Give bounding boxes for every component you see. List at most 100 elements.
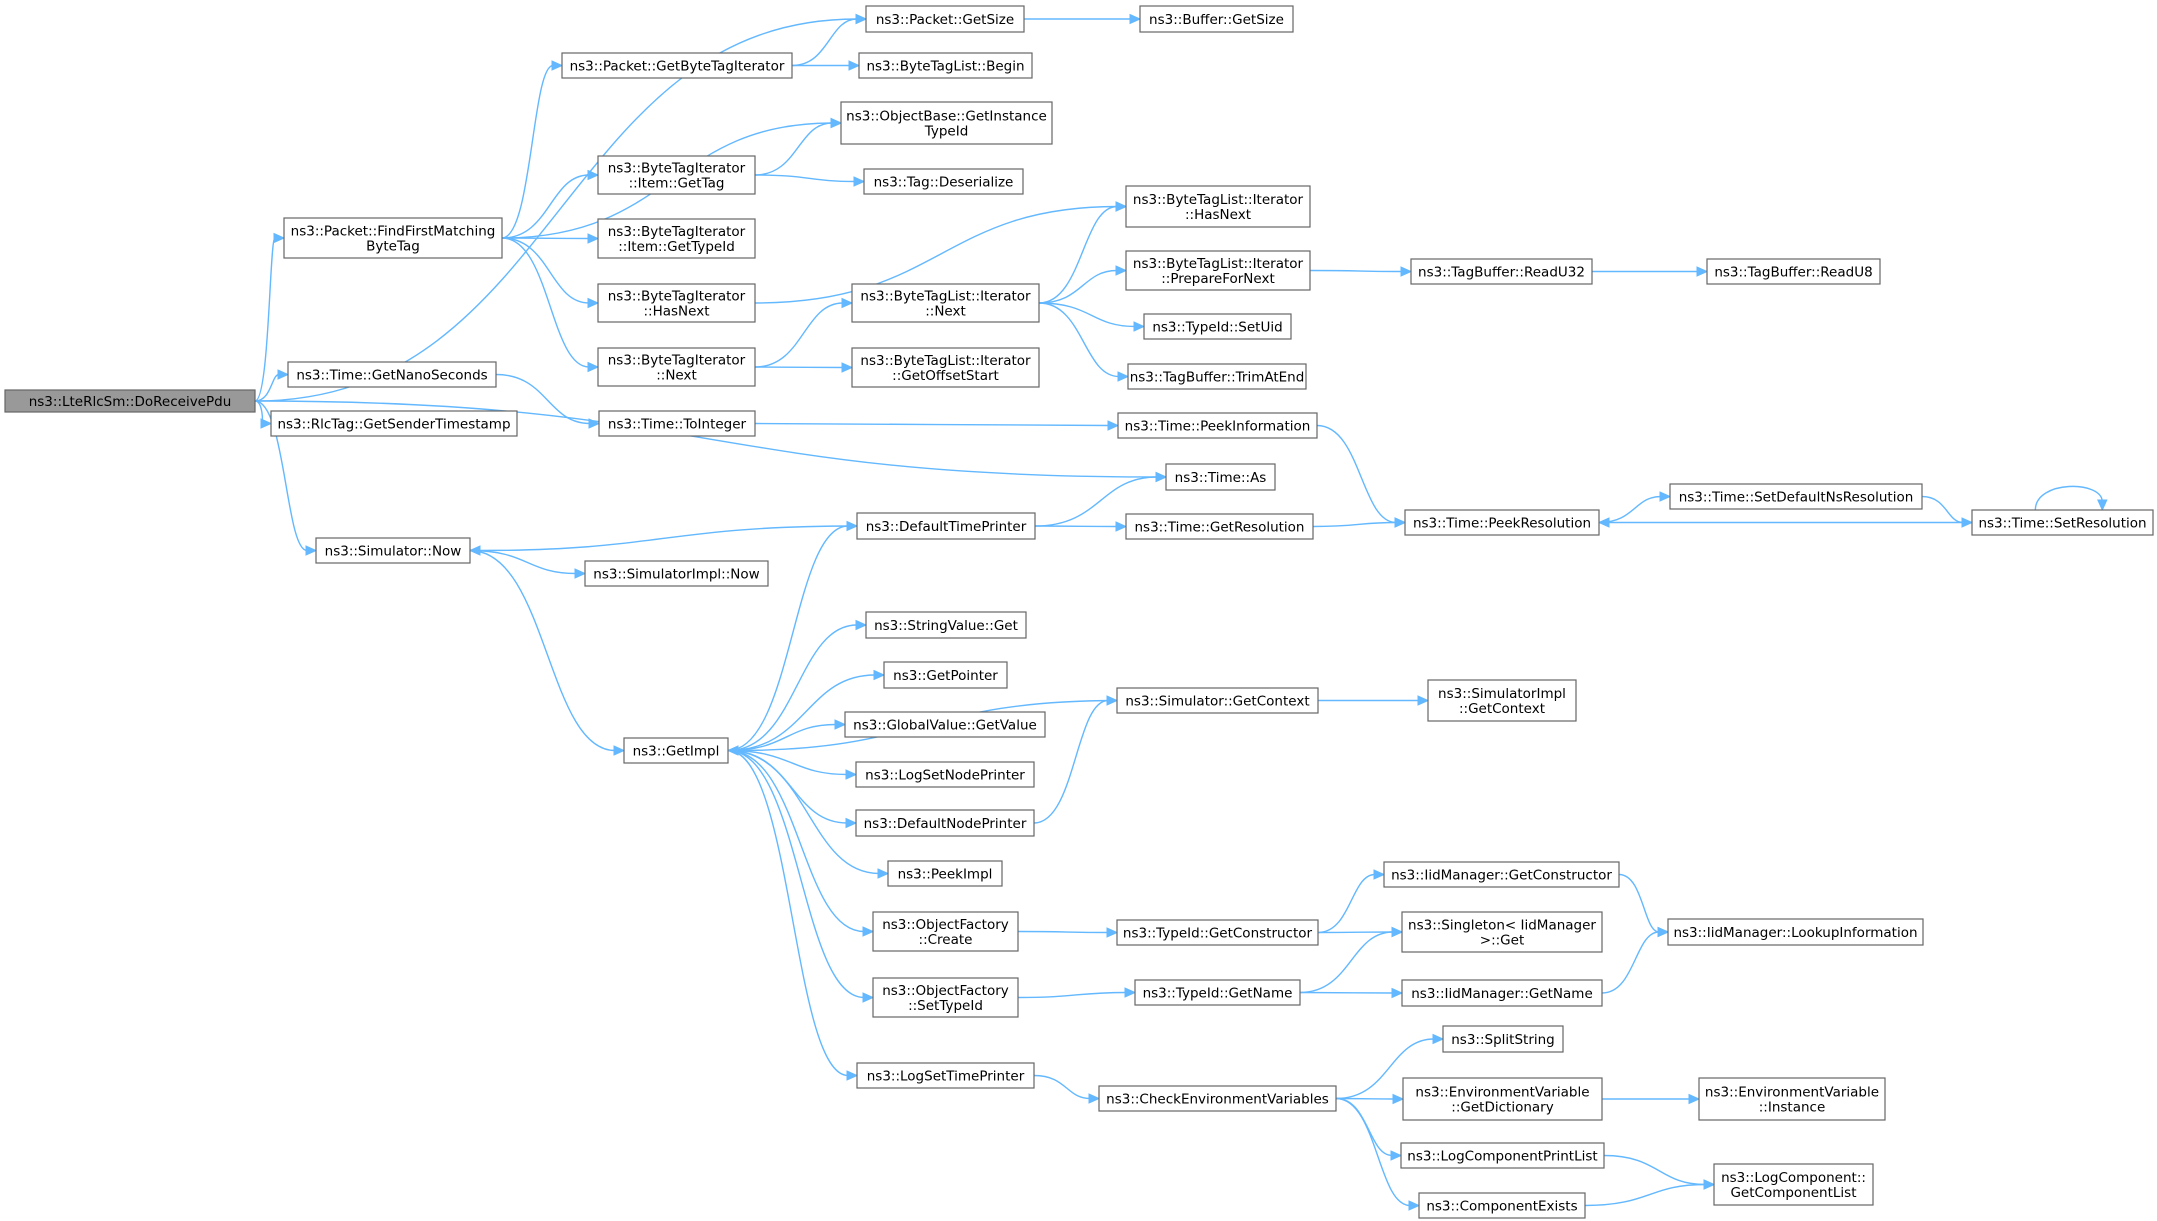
node-label: ns3::StringValue::Get (874, 618, 1018, 634)
node-btln[interactable]: ns3::ByteTagList::Iterator::Next (851, 283, 1040, 323)
edge-ofc-to-tigc (1017, 927, 1119, 938)
node-label: ns3::ByteTagList::Begin (866, 59, 1024, 75)
edge-arrowhead (613, 745, 626, 756)
edge-line (1299, 991, 1394, 994)
node-evgd[interactable]: ns3::EnvironmentVariable::GetDictionary (1402, 1077, 1603, 1121)
node-lcpl[interactable]: ns3::LogComponentPrintList (1400, 1142, 1605, 1169)
node-btigti[interactable]: ns3::ByteTagIterator::Item::GetTypeId (597, 218, 756, 259)
node-snow[interactable]: ns3::Simulator::Now (315, 537, 471, 564)
node-lsnp[interactable]: ns3::LogSetNodePrinter (855, 761, 1035, 788)
node-root[interactable]: ns3::LteRlcSm::DoReceivePdu (4, 389, 256, 413)
node-label: ns3::DefaultTimePrinter (866, 519, 1027, 535)
node-btin[interactable]: ns3::ByteTagIterator::Next (597, 347, 756, 387)
node-sinow[interactable]: ns3::SimulatorImpl::Now (584, 560, 769, 587)
edge-line (1034, 525, 1118, 528)
node-bgs[interactable]: ns3::Buffer::GetSize (1139, 5, 1294, 33)
edge-line (254, 237, 276, 402)
node-gimpl[interactable]: ns3::GetImpl (623, 737, 729, 764)
edge-arrowhead (1088, 1093, 1101, 1104)
node-box (887, 860, 1003, 887)
node-btlhn[interactable]: ns3::ByteTagList::Iterator::HasNext (1125, 185, 1311, 228)
node-btlgos[interactable]: ns3::ByteTagList::Iterator::GetOffsetSta… (851, 347, 1040, 388)
node-pgs[interactable]: ns3::Packet::GetSize (865, 5, 1025, 33)
node-ofc[interactable]: ns3::ObjectFactory::Create (872, 911, 1019, 952)
node-gvgv[interactable]: ns3::GlobalValue::GetValue (844, 711, 1046, 738)
node-tpr[interactable]: ns3::Time::PeekResolution (1404, 509, 1600, 536)
edge-root-to-tgns (254, 369, 290, 402)
node-tdes[interactable]: ns3::Tag::Deserialize (863, 168, 1024, 195)
edge-ffmbt-to-pgbti (501, 60, 564, 239)
edge-arrowhead (2097, 499, 2108, 512)
node-btlpfn[interactable]: ns3::ByteTagList::Iterator::PrepareForNe… (1125, 250, 1311, 291)
node-imgn[interactable]: ns3::IidManager::GetName (1401, 979, 1603, 1007)
node-pgbti[interactable]: ns3::Packet::GetByteTagIterator (561, 52, 793, 79)
node-tpi[interactable]: ns3::Time::PeekInformation (1117, 412, 1318, 439)
node-dnp[interactable]: ns3::DefaultNodePrinter (855, 809, 1035, 837)
edge-line (727, 749, 865, 933)
node-label: ::GetOffsetStart (892, 368, 999, 384)
edge-arrowhead (855, 619, 868, 631)
node-box (1127, 363, 1307, 390)
node-box (1698, 1077, 1886, 1121)
edge-arrowhead (848, 60, 861, 71)
node-lstp[interactable]: ns3::LogSetTimePrinter (856, 1062, 1035, 1089)
node-tsr[interactable]: ns3::Time::SetResolution (1971, 509, 2154, 536)
node-pimpl[interactable]: ns3::PeekImpl (887, 860, 1003, 887)
node-sgc[interactable]: ns3::Simulator::GetContext (1116, 687, 1319, 714)
edge-arrowhead (830, 117, 843, 129)
node-label: ns3::Time::SetResolution (1978, 516, 2146, 532)
node-evi[interactable]: ns3::EnvironmentVariable::Instance (1698, 1077, 1886, 1121)
node-box (844, 711, 1046, 738)
node-tigc[interactable]: ns3::TypeId::GetConstructor (1116, 919, 1319, 946)
node-btigt[interactable]: ns3::ByteTagIterator::Item::GetTag (597, 155, 756, 195)
node-btlb[interactable]: ns3::ByteTagList::Begin (858, 52, 1033, 79)
node-label: ns3::ByteTagList::Iterator (860, 289, 1031, 305)
edge-btlpfn-to-tbr32 (1309, 266, 1413, 277)
node-sig[interactable]: ns3::Singleton< IidManager>::Get (1401, 911, 1603, 953)
node-tgr[interactable]: ns3::Time::GetResolution (1125, 513, 1314, 540)
node-svg[interactable]: ns3::StringValue::Get (865, 611, 1027, 639)
node-tbr8[interactable]: ns3::TagBuffer::ReadU8 (1706, 258, 1881, 285)
node-tas[interactable]: ns3::Time::As (1165, 463, 1276, 491)
node-tbr32[interactable]: ns3::TagBuffer::ReadU32 (1410, 258, 1593, 285)
node-gptr[interactable]: ns3::GetPointer (883, 661, 1008, 689)
node-tisu[interactable]: ns3::TypeId::SetUid (1143, 313, 1292, 340)
node-rtgst[interactable]: ns3::RlcTag::GetSenderTimestamp (270, 410, 518, 437)
node-box (597, 155, 756, 195)
node-label: ns3::ObjectBase::GetInstance (846, 109, 1047, 125)
edge-arrowhead (1696, 266, 1709, 277)
edge-ffmbt-to-btigt (501, 169, 600, 239)
node-imli[interactable]: ns3::IidManager::LookupInformation (1667, 918, 1924, 946)
node-ce[interactable]: ns3::ComponentExists (1418, 1192, 1586, 1219)
node-tbtae[interactable]: ns3::TagBuffer::TrimAtEnd (1127, 363, 1307, 390)
node-lcgcl[interactable]: ns3::LogComponent::GetComponentList (1713, 1163, 1874, 1206)
node-label: ns3::Packet::GetSize (876, 12, 1014, 28)
node-dtp[interactable]: ns3::DefaultTimePrinter (856, 512, 1036, 540)
edge-line (478, 525, 858, 552)
node-tign[interactable]: ns3::TypeId::GetName (1134, 979, 1301, 1006)
node-label: ns3::ByteTagIterator (608, 289, 746, 305)
node-box (851, 347, 1040, 388)
node-label: TypeId (924, 124, 969, 140)
node-ss[interactable]: ns3::SplitString (1442, 1025, 1564, 1053)
edge-line (254, 373, 280, 402)
edge-arrowhead (1117, 371, 1130, 382)
edge-line (254, 400, 308, 552)
edge-line (754, 122, 833, 176)
node-box (1971, 509, 2154, 536)
edge-arrowhead (1107, 420, 1120, 431)
node-label: ns3::IidManager::LookupInformation (1673, 925, 1917, 941)
node-cev[interactable]: ns3::CheckEnvironmentVariables (1098, 1085, 1337, 1112)
node-imgc[interactable]: ns3::IidManager::GetConstructor (1383, 861, 1620, 888)
node-tti[interactable]: ns3::Time::ToInteger (598, 410, 756, 437)
node-btihn[interactable]: ns3::ByteTagIterator::HasNext (597, 283, 756, 323)
node-tsdnr[interactable]: ns3::Time::SetDefaultNsResolution (1669, 483, 1923, 510)
edge-line (1317, 873, 1376, 934)
node-ofsti[interactable]: ns3::ObjectFactory::SetTypeId (872, 977, 1019, 1018)
node-tgns[interactable]: ns3::Time::GetNanoSeconds (287, 361, 497, 388)
node-label: ns3::SplitString (1451, 1032, 1555, 1048)
node-sigc[interactable]: ns3::SimulatorImpl::GetContext (1427, 679, 1577, 722)
edge-snow-to-sinow (469, 549, 587, 579)
